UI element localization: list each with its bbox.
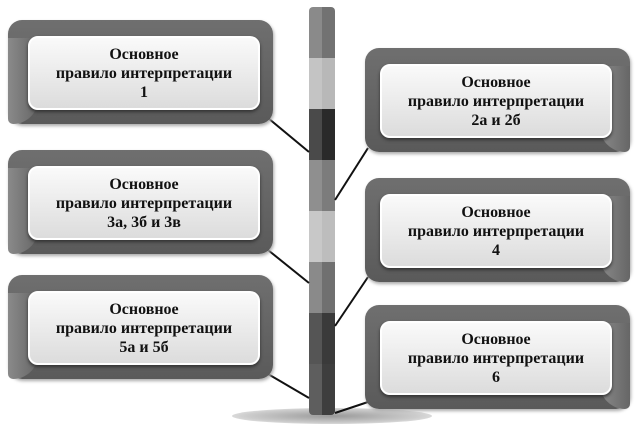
connector-1 <box>267 117 310 153</box>
rule-title: Основное <box>109 175 179 193</box>
rule-box-1: Основное правило интерпретации 1 <box>8 20 273 124</box>
rule-subtitle: правило интерпретации <box>407 349 585 367</box>
rule-box-5: Основное правило интерпретации 5а и 5б <box>8 275 273 379</box>
rule-title: Основное <box>109 45 179 63</box>
pole-shadow <box>232 408 432 424</box>
rule-box-3: Основное правило интерпретации 3а, 3б и … <box>8 150 273 254</box>
rule-card: Основное правило интерпретации 1 <box>28 36 260 110</box>
rule-subtitle: правило интерпретации <box>55 194 233 212</box>
central-pole <box>309 7 335 415</box>
rule-title: Основное <box>461 330 531 348</box>
connector-4 <box>334 276 369 327</box>
rule-number: 4 <box>492 241 500 259</box>
rule-subtitle: правило интерпретации <box>55 319 233 337</box>
rule-number: 1 <box>140 83 148 101</box>
rule-subtitle: правило интерпретации <box>55 64 233 82</box>
rule-box-4: Основное правило интерпретации 4 <box>365 178 630 282</box>
rule-title: Основное <box>109 300 179 318</box>
rule-card: Основное правило интерпретации 3а, 3б и … <box>28 166 260 240</box>
rule-subtitle: правило интерпретации <box>407 222 585 240</box>
rule-card: Основное правило интерпретации 6 <box>380 321 612 395</box>
rule-number: 6 <box>492 368 500 386</box>
connector-2 <box>334 147 369 201</box>
rule-card: Основное правило интерпретации 2а и 2б <box>380 64 612 138</box>
rule-title: Основное <box>461 73 531 91</box>
rule-title: Основное <box>461 203 531 221</box>
rule-box-6: Основное правило интерпретации 6 <box>365 305 630 409</box>
rule-number: 2а и 2б <box>471 111 521 129</box>
connector-3 <box>267 249 310 284</box>
rule-number: 5а и 5б <box>119 338 169 356</box>
connector-6 <box>334 401 369 414</box>
rule-number: 3а, 3б и 3в <box>107 213 181 231</box>
rule-box-2: Основное правило интерпретации 2а и 2б <box>365 48 630 152</box>
rule-card: Основное правило интерпретации 4 <box>380 194 612 268</box>
connector-5 <box>267 373 310 399</box>
rule-card: Основное правило интерпретации 5а и 5б <box>28 291 260 365</box>
rule-subtitle: правило интерпретации <box>407 92 585 110</box>
